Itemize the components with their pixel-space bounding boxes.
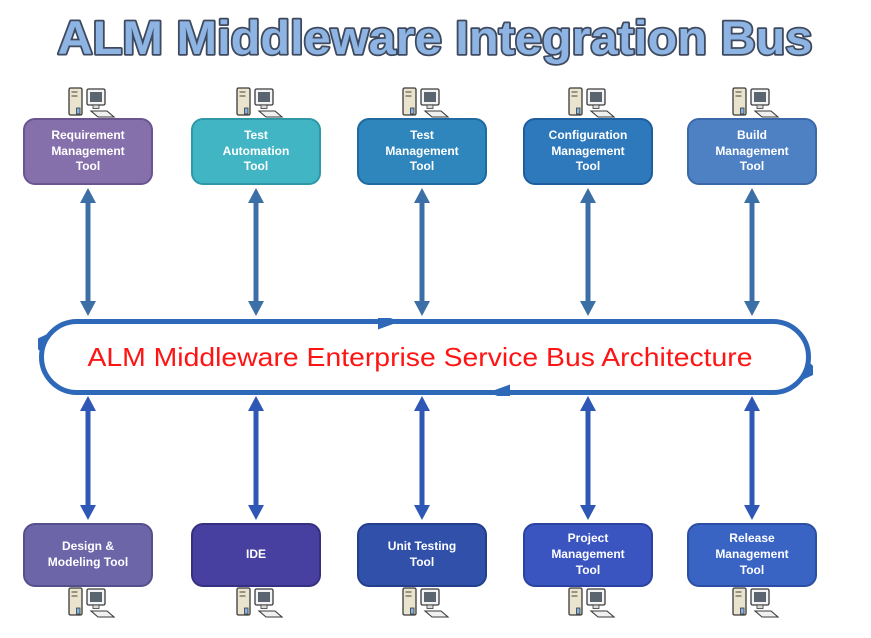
tool-box-release-management: Release Management Tool — [687, 523, 817, 587]
server-workstation-icon — [228, 586, 284, 620]
server-workstation-icon — [228, 86, 284, 120]
server-workstation-icon — [394, 86, 450, 120]
bus-flow-arrow-up — [38, 331, 52, 354]
esb-bus-ring: ALM Middleware Enterprise Service Bus Ar… — [38, 318, 813, 396]
double-arrow-connector — [740, 187, 764, 317]
tool-box-requirement-management: Requirement Management Tool — [23, 118, 153, 185]
double-arrow-connector — [76, 187, 100, 317]
tool-box-design-modeling: Design & Modeling Tool — [23, 523, 153, 587]
double-arrow-connector — [76, 395, 100, 521]
tool-box-ide: IDE — [191, 523, 321, 587]
tool-box-project-management: Project Management Tool — [523, 523, 653, 587]
double-arrow-connector — [410, 395, 434, 521]
double-arrow-connector — [410, 187, 434, 317]
tool-box-test-management: Test Management Tool — [357, 118, 487, 185]
tool-box-build-management: Build Management Tool — [687, 118, 817, 185]
bus-flow-arrow-left — [488, 384, 510, 396]
tool-box-configuration-management: Configuration Management Tool — [523, 118, 653, 185]
bus-ring-outline — [39, 319, 811, 395]
double-arrow-connector — [244, 395, 268, 521]
server-workstation-icon — [60, 86, 116, 120]
tool-box-unit-testing: Unit Testing Tool — [357, 523, 487, 587]
server-workstation-icon — [560, 86, 616, 120]
server-workstation-icon — [724, 586, 780, 620]
double-arrow-connector — [576, 187, 600, 317]
bus-flow-arrow-down — [798, 360, 813, 382]
server-workstation-icon — [560, 586, 616, 620]
server-workstation-icon — [724, 86, 780, 120]
server-workstation-icon — [60, 586, 116, 620]
diagram-title-graphic: ALM Middleware Integration Bus — [56, 9, 815, 66]
bus-flow-arrow-right — [378, 318, 400, 330]
tool-box-test-automation: Test Automation Tool — [191, 118, 321, 185]
double-arrow-connector — [740, 395, 764, 521]
double-arrow-connector — [576, 395, 600, 521]
server-workstation-icon — [394, 586, 450, 620]
bus-label: ALM Middleware Enterprise Service Bus Ar… — [88, 342, 753, 372]
double-arrow-connector — [244, 187, 268, 317]
page-title: ALM Middleware Integration Bus — [58, 11, 813, 64]
